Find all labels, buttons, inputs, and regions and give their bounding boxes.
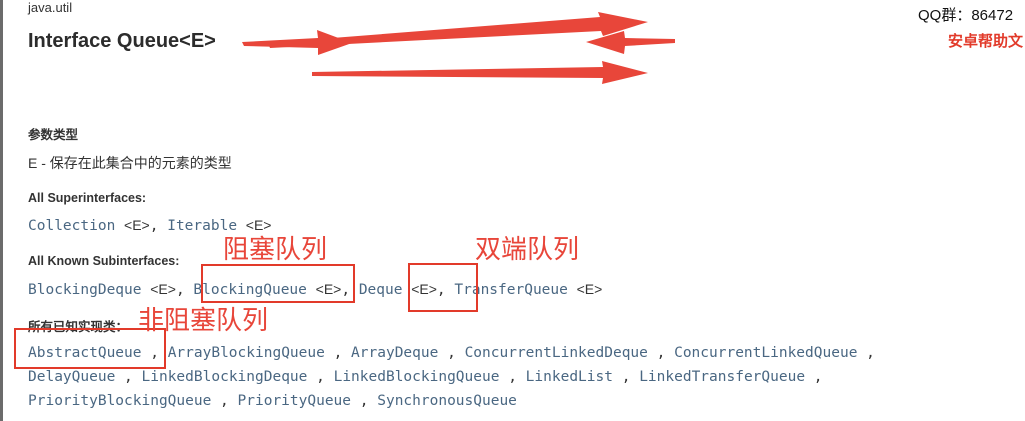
link-linkedblockingqueue[interactable]: LinkedBlockingQueue [333, 369, 500, 385]
link-iterable[interactable]: Iterable [167, 218, 238, 234]
implementing-row-3: PriorityBlockingQueue , PriorityQueue , … [28, 393, 517, 409]
arrow-right-title [242, 30, 352, 55]
highlight-box-deque [408, 263, 478, 312]
link-concurrentlinkedqueue[interactable]: ConcurrentLinkedQueue [674, 345, 858, 361]
link-linkedblockingdeque[interactable]: LinkedBlockingDeque [141, 369, 308, 385]
generic-param: <E> [245, 217, 272, 233]
subinterfaces-label: All Known Subinterfaces: [28, 254, 180, 268]
generic-param: <E> [576, 281, 603, 297]
implementing-classes-label: 所有已知实现类： [28, 320, 129, 334]
generic-param: <E> [411, 281, 437, 297]
link-synchronousqueue[interactable]: SynchronousQueue [377, 393, 517, 409]
arrow-left [586, 31, 675, 54]
implementing-row-2: DelayQueue , LinkedBlockingDeque , Linke… [28, 369, 823, 385]
link-delayqueue[interactable]: DelayQueue [28, 369, 116, 385]
link-arraydeque[interactable]: ArrayDeque [351, 345, 439, 361]
package-name: java.util [28, 0, 73, 15]
subinterfaces-list: BlockingDeque <E>, BlockingQueue <E>, De… [28, 281, 602, 298]
list-separator: , [436, 282, 455, 298]
annotation-double-ended-queue: 双端队列 [475, 235, 580, 265]
link-arrayblockingqueue[interactable]: ArrayBlockingQueue [167, 345, 325, 361]
highlight-box-abstractqueue [14, 328, 166, 369]
implementing-row-1: AbstractQueue , ArrayBlockingQueue , Arr… [28, 345, 875, 361]
annotation-blocking-queue: 阻塞队列 [223, 235, 328, 265]
link-transferqueue[interactable]: TransferQueue [454, 282, 568, 298]
link-concurrentlinkeddeque[interactable]: ConcurrentLinkedDeque [464, 345, 648, 361]
link-priorityblockingqueue[interactable]: PriorityBlockingQueue [28, 393, 212, 409]
highlight-box-blockingqueue [201, 264, 355, 303]
type-params-label: 参数类型 [28, 128, 79, 142]
link-blockingdeque[interactable]: BlockingDeque [28, 282, 142, 298]
generic-param: <E> [150, 281, 176, 297]
link-linkedtransferqueue[interactable]: LinkedTransferQueue [639, 369, 806, 385]
arrow-right-top [268, 12, 648, 48]
list-separator: , [175, 282, 194, 298]
list-separator: , [341, 282, 359, 298]
page-title: Interface Queue<E> [28, 30, 216, 52]
site-watermark: 安卓帮助文 [948, 33, 1024, 50]
link-collection[interactable]: Collection [28, 218, 116, 234]
link-blockingqueue[interactable]: BlockingQueue [193, 282, 307, 298]
list-separator: , [149, 218, 168, 234]
generic-param: <E> [124, 217, 150, 233]
left-border-rule [0, 0, 3, 421]
link-deque[interactable]: Deque [358, 282, 403, 298]
qq-group-text: QQ群：86472 [918, 7, 1014, 24]
generic-param: <E> [315, 281, 342, 297]
arrow-right-bottom [312, 61, 648, 84]
link-abstractqueue[interactable]: AbstractQueue [28, 345, 142, 361]
link-priorityqueue[interactable]: PriorityQueue [237, 393, 352, 409]
type-params-desc: E - 保存在此集合中的元素的类型 [28, 155, 232, 171]
superinterfaces-list: Collection <E>, Iterable <E> [28, 217, 272, 234]
superinterfaces-label: All Superinterfaces: [28, 191, 147, 205]
link-linkedlist[interactable]: LinkedList [525, 369, 613, 385]
annotation-non-blocking-queue: 非阻塞队列 [138, 306, 269, 336]
